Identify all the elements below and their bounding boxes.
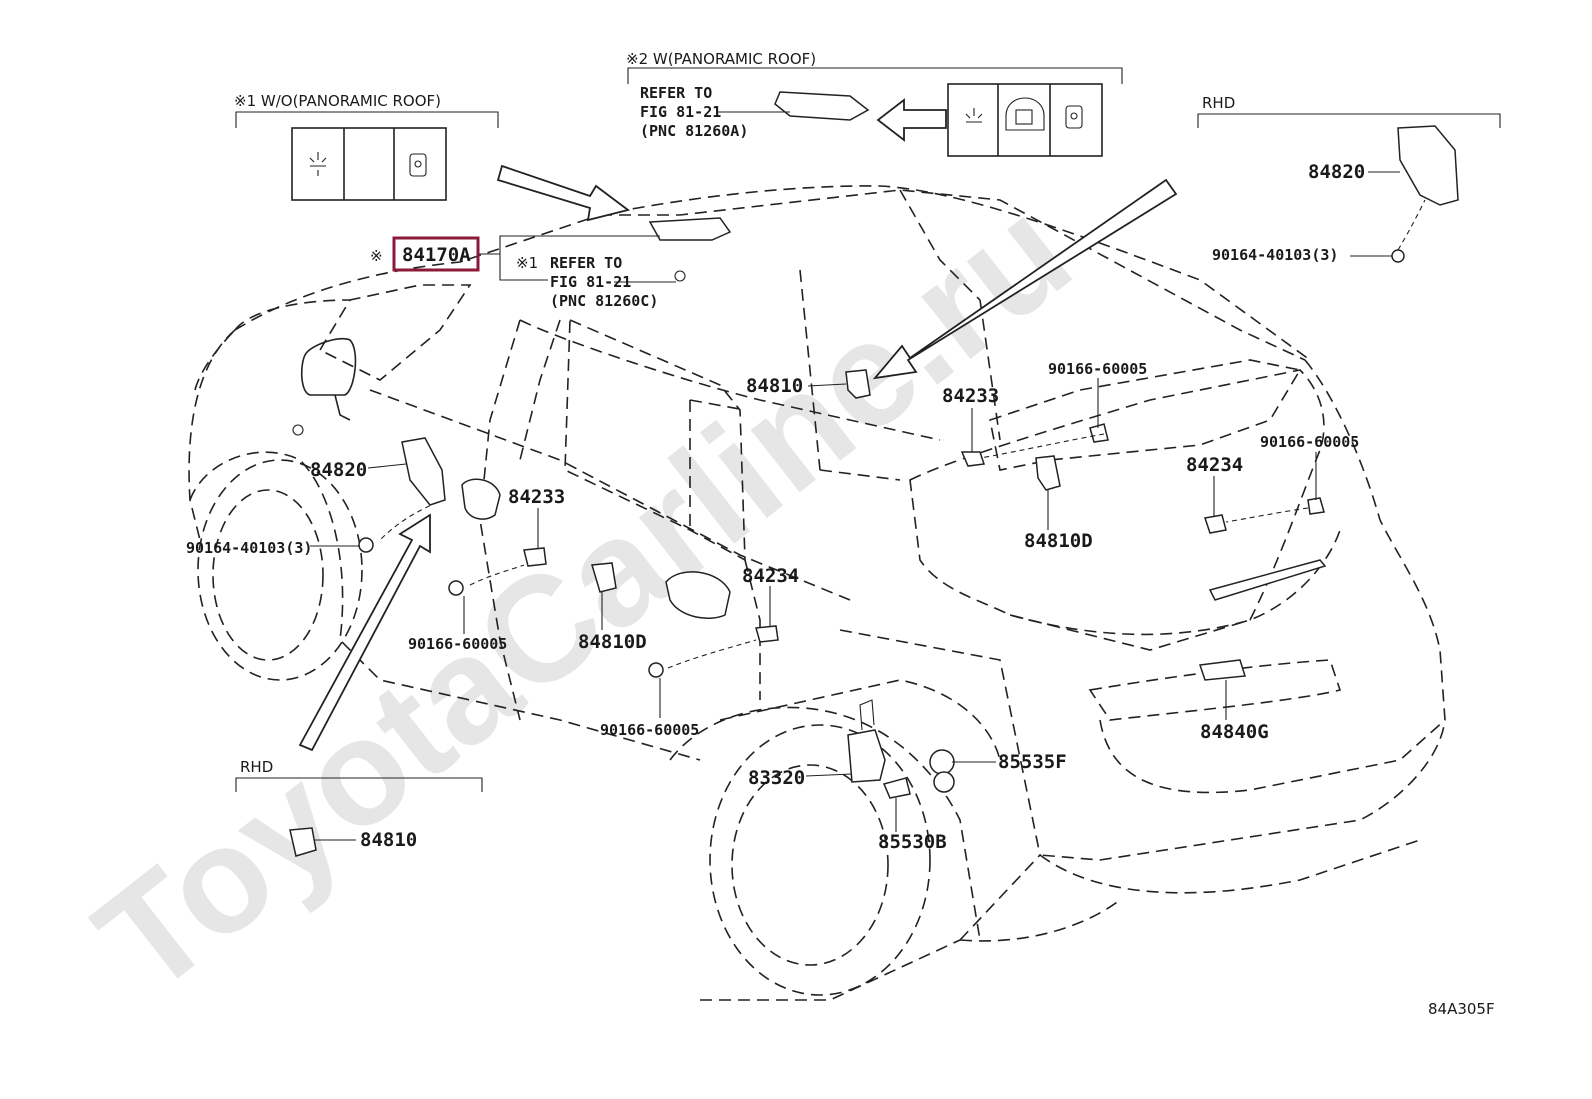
ref-c-line-3: (PNC 81260C): [550, 292, 658, 310]
arrow-to-roof: [496, 164, 631, 222]
door-light-icon: [409, 153, 427, 177]
switch-panel-wo: [291, 127, 447, 201]
part-label-84820-rhd[interactable]: 84820: [1308, 161, 1365, 183]
part-label-90166-d[interactable]: 90166-60005: [600, 721, 699, 739]
dome-light-icon: [965, 108, 983, 123]
part-label-90164-left[interactable]: 90164-40103(3): [186, 539, 312, 557]
ref-a-line-3: (PNC 81260A): [640, 122, 748, 140]
leader-lines: [310, 111, 1426, 841]
part-label-84810d-right[interactable]: 84810D: [1024, 530, 1093, 552]
arrow-to-84820: [298, 513, 431, 752]
part-label-84234-right[interactable]: 84234: [1186, 454, 1243, 476]
group-w-roof-title: ※2 W(PANORAMIC ROOF): [626, 50, 816, 68]
panoramic-console-shape: [774, 91, 870, 121]
dome-light-icon: [309, 152, 327, 176]
group-rhd-bottom-title: RHD: [240, 758, 273, 776]
arrow-to-84810: [872, 178, 1178, 380]
part-label-85535f[interactable]: 85535F: [998, 751, 1067, 773]
ref-a-line-2: FIG 81-21: [640, 103, 721, 121]
part-label-83320[interactable]: 83320: [748, 767, 805, 789]
part-label-90166-b[interactable]: 90166-60005: [1260, 433, 1359, 451]
ref-c-line-2: FIG 81-21: [550, 273, 631, 291]
part-label-84810-roof[interactable]: 84810: [746, 375, 803, 397]
vehicle-outline: [188, 185, 1446, 1001]
highlight-box: [392, 236, 480, 272]
highlighted-part-mark: ※: [370, 247, 383, 265]
part-label-84820-left[interactable]: 84820: [310, 459, 367, 481]
part-label-84233-right[interactable]: 84233: [942, 385, 999, 407]
group-rhd-top-title: RHD: [1202, 94, 1235, 112]
part-label-90166-c[interactable]: 90166-60005: [408, 635, 507, 653]
ref-c-line-1: REFER TO: [550, 254, 622, 272]
part-label-90164-rhd[interactable]: 90164-40103(3): [1212, 246, 1338, 264]
group-brackets: [235, 67, 1501, 792]
group-wo-roof-title: ※1 W/O(PANORAMIC ROOF): [234, 92, 441, 110]
door-light-icon: [1065, 105, 1083, 129]
part-label-84810d-left[interactable]: 84810D: [578, 631, 647, 653]
part-label-84234-left[interactable]: 84234: [742, 565, 799, 587]
pointer-arrows: [298, 98, 1178, 752]
arrow-from-panoramic: [876, 98, 947, 142]
roof-console-shape: [648, 217, 732, 241]
highlighted-part-number[interactable]: 84170A: [402, 244, 471, 266]
part-label-84810-rhd[interactable]: 84810: [360, 829, 417, 851]
ref-c-mark: ※1: [516, 254, 538, 272]
labels: ※1 W/O(PANORAMIC ROOF) ※2 W(PANORAMIC RO…: [186, 50, 1495, 1018]
part-label-85530b[interactable]: 85530B: [878, 831, 947, 853]
part-label-90166-a[interactable]: 90166-60005: [1048, 360, 1147, 378]
switch-panel-w: [947, 83, 1103, 157]
figure-code: 84A305F: [1428, 1000, 1495, 1018]
part-label-84233-left[interactable]: 84233: [508, 486, 565, 508]
part-label-84840g[interactable]: 84840G: [1200, 721, 1269, 743]
ref-a-line-1: REFER TO: [640, 84, 712, 102]
part-shapes: [289, 91, 1459, 857]
roof-shade-icon: [1015, 109, 1033, 125]
